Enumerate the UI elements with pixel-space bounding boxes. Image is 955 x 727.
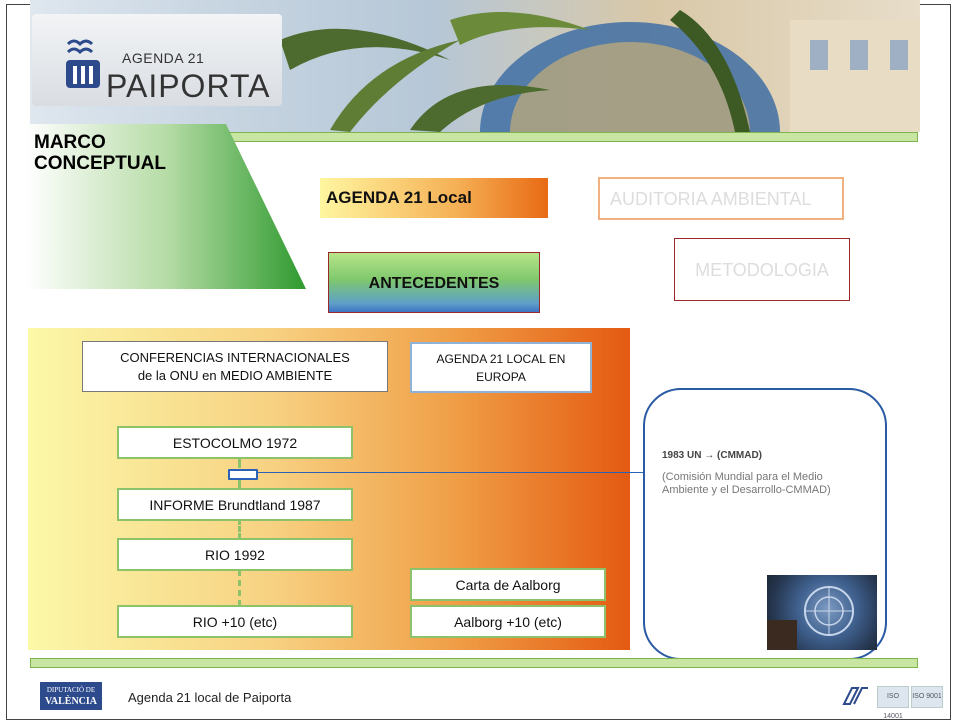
auditoria-ambiental-link[interactable]: AUDITORIA AMBIENTAL [598,177,844,220]
conferencias-line2: de la ONU en MEDIO AMBIENTE [137,367,333,383]
timeline-item-brundtland: INFORME Brundtland 1987 [117,488,353,521]
quality-logo-icon [842,687,868,705]
footer-logo-line2: VALÈNCIA [44,696,98,707]
timeline-connector [238,570,241,606]
timeline-item-rio: RIO 1992 [117,538,353,571]
palm-dome-illustration [280,10,920,132]
marco-conceptual-title: MARCO CONCEPTUAL [34,132,166,174]
timeline-item-estocolmo: ESTOCOLMO 1972 [117,426,353,459]
timeline-connector [238,479,241,489]
footer-divider [30,658,918,668]
iso-9001-badge: ISO 9001 [911,686,943,708]
europa-item-carta: Carta de Aalborg [410,568,606,601]
metodologia-link[interactable]: METODOLOGIA [674,238,850,301]
antecedentes-link[interactable]: ANTECEDENTES [328,252,540,313]
marco-line2: CONCEPTUAL [34,153,166,174]
logo-panel: AGENDA 21 PAIPORTA [32,14,282,106]
timeline-connector [238,519,241,539]
footer-text: Agenda 21 local de Paiporta [128,690,292,705]
europa-box: AGENDA 21 LOCAL EN EUROPA [410,342,592,393]
europa-line2: EUROPA [476,369,526,384]
callout-connector-pill[interactable] [228,469,258,480]
un-photo [767,575,877,650]
timeline-item-rio-10: RIO +10 (etc) [117,605,353,638]
conferencias-line1: CONFERENCIAS INTERNACIONALES [120,349,350,365]
logo-title-big: PAIPORTA [106,68,271,104]
timeline-connector [238,458,241,468]
iso-14001-badge: ISO 14001 [877,686,909,720]
europa-line1: AGENDA 21 LOCAL EN [436,351,566,366]
un-emblem-icon [767,586,854,650]
paiporta-logo-icon [66,39,100,88]
callout-connector-line [256,472,644,473]
footer-logo-line1: DIPUTACIÓ DE [46,686,96,694]
conferencias-box: CONFERENCIAS INTERNACIONALES de la ONU e… [82,341,388,392]
diputacio-valencia-logo: DIPUTACIÓ DE VALÈNCIA [40,682,102,710]
agenda-21-local-link[interactable]: AGENDA 21 Local [320,178,548,218]
cmmad-title: 1983 UN → (CMMAD) [662,450,763,461]
header-banner: AGENDA 21 PAIPORTA [30,0,920,132]
logo-title-small: AGENDA 21 [122,50,205,66]
cmmad-description: (Comisión Mundial para el Medio Ambiente… [662,471,831,496]
europa-item-aalborg-10: Aalborg +10 (etc) [410,605,606,638]
marco-line1: MARCO [34,132,106,153]
marco-triangle [26,124,306,289]
